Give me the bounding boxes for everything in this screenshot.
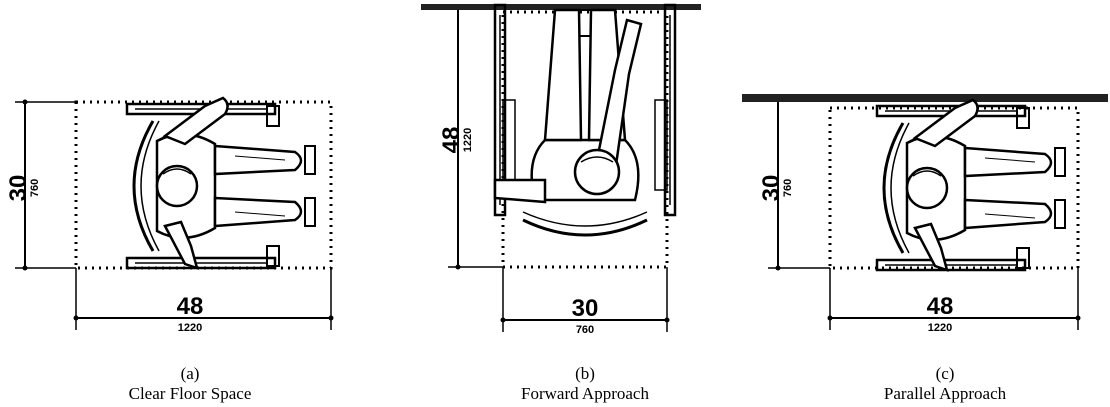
vertical-dimension: 48 1220 (438, 10, 503, 270)
caption-b: (b) Forward Approach (475, 364, 695, 404)
wall (742, 94, 1108, 102)
dimension-inches: 48 (177, 293, 204, 320)
horizontal-dimension: 48 1220 (73, 268, 334, 334)
figure-caption: Parallel Approach (883, 384, 1007, 403)
dimension-inches: 30 (5, 175, 32, 202)
dimension-millimeters: 760 (29, 179, 41, 197)
figure-letter: (b) (575, 364, 595, 383)
vertical-dimension: 30 760 (5, 99, 76, 271)
figure-c: 30 760 48 1220 (742, 94, 1108, 334)
dimension-inches: 30 (758, 175, 785, 202)
dimension-millimeters: 1220 (928, 322, 952, 334)
dimension-inches: 48 (927, 293, 954, 320)
dimension-millimeters: 760 (576, 324, 594, 336)
figure-a: 30 760 48 1220 (5, 96, 334, 334)
dimension-millimeters: 1220 (462, 128, 474, 152)
figure-caption: Clear Floor Space (128, 384, 252, 403)
wheelchair-user-icon (493, 3, 677, 237)
horizontal-dimension: 48 1220 (827, 268, 1081, 334)
dimension-millimeters: 1220 (178, 322, 202, 334)
wall (421, 4, 701, 10)
vertical-dimension: 30 760 (758, 102, 830, 271)
dimension-millimeters: 760 (782, 179, 794, 197)
clear-floor-space-outline (828, 106, 1080, 270)
clear-floor-space-outline (74, 100, 333, 270)
figure-b: 48 1220 30 760 (421, 3, 701, 336)
caption-c: (c) Parallel Approach (835, 364, 1055, 404)
caption-a: (a) Clear Floor Space (80, 364, 300, 404)
figure-letter: (c) (935, 364, 955, 383)
wheelchair-user-icon (875, 98, 1067, 272)
dimension-inches: 48 (438, 127, 465, 154)
wheelchair-user-icon (125, 96, 317, 270)
figure-caption: Forward Approach (521, 384, 649, 403)
figure-letter: (a) (180, 364, 200, 383)
horizontal-dimension: 30 760 (500, 267, 670, 336)
dimension-inches: 30 (572, 295, 599, 322)
